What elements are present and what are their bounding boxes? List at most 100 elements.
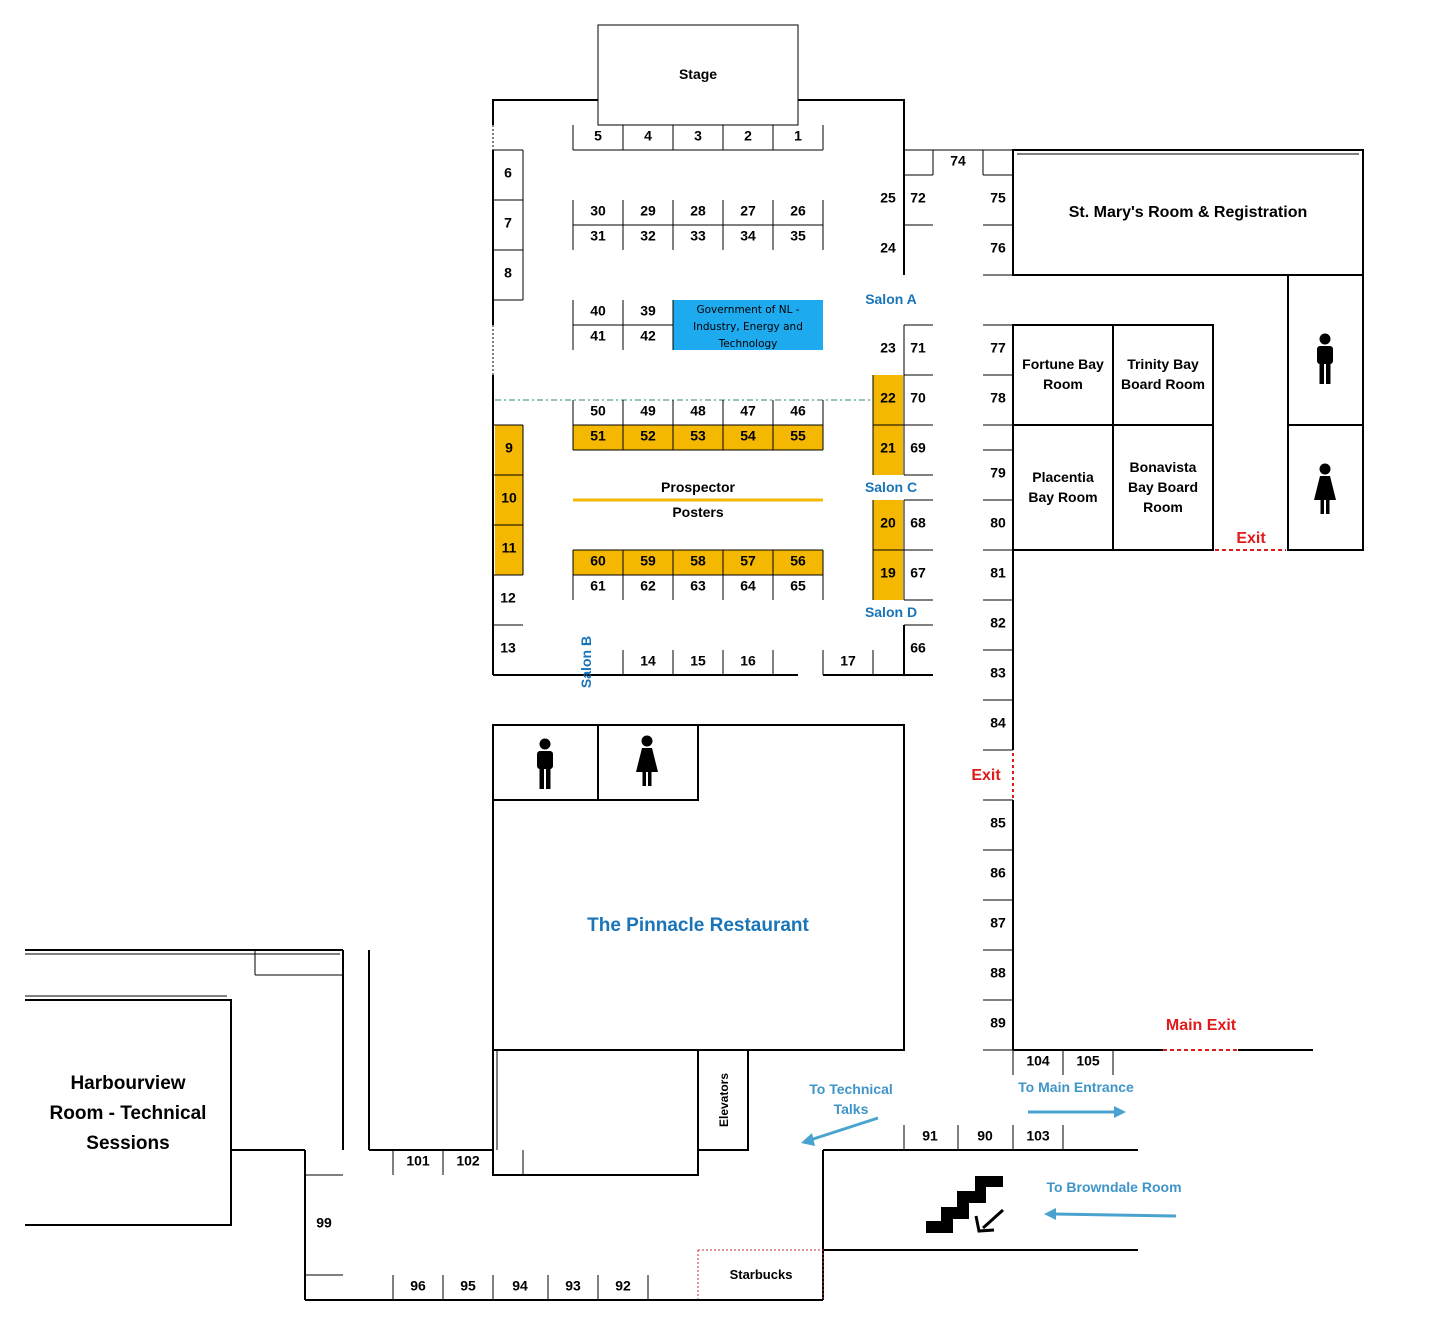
booth-number-79[interactable]: 79: [990, 465, 1006, 481]
booth-number-19[interactable]: 19: [880, 565, 896, 581]
booth-number-6[interactable]: 6: [504, 165, 512, 181]
booth-number-46[interactable]: 46: [790, 403, 806, 419]
booth-number-62[interactable]: 62: [640, 578, 656, 594]
booth-number-94[interactable]: 94: [512, 1278, 528, 1294]
booth-number-75[interactable]: 75: [990, 190, 1006, 206]
booth-number-17[interactable]: 17: [840, 653, 856, 669]
booth-number-5[interactable]: 5: [594, 128, 602, 144]
booth-number-68[interactable]: 68: [910, 515, 926, 531]
exit-label-corridor[interactable]: Exit: [971, 767, 1001, 784]
booth-number-65[interactable]: 65: [790, 578, 806, 594]
booth-number-24[interactable]: 24: [880, 240, 896, 256]
booth-number-55[interactable]: 55: [790, 428, 806, 444]
booth-number-58[interactable]: 58: [690, 553, 706, 569]
booth-number-25[interactable]: 25: [880, 190, 896, 206]
booth-number-87[interactable]: 87: [990, 915, 1006, 931]
booth-number-52[interactable]: 52: [640, 428, 656, 444]
booth-number-51[interactable]: 51: [590, 428, 606, 444]
booth-number-69[interactable]: 69: [910, 440, 926, 456]
booth-number-77[interactable]: 77: [990, 340, 1006, 356]
main-exit-label[interactable]: Main Exit: [1166, 1017, 1237, 1034]
booth-number-35[interactable]: 35: [790, 228, 806, 244]
booth-number-71[interactable]: 71: [910, 340, 926, 356]
booth-number-96[interactable]: 96: [410, 1278, 426, 1294]
stairs-icon[interactable]: [926, 1176, 1005, 1233]
booth-number-56[interactable]: 56: [790, 553, 806, 569]
booth-number-86[interactable]: 86: [990, 865, 1006, 881]
fortune-bay-room-label[interactable]: Fortune Bay: [1022, 356, 1104, 372]
government-booth-label[interactable]: Government of NL -: [696, 304, 799, 316]
booth-number-13[interactable]: 13: [500, 640, 516, 656]
booth-number-66[interactable]: 66: [910, 640, 926, 656]
st-marys-room-label[interactable]: St. Mary's Room & Registration: [1069, 204, 1308, 221]
arrow-to-browndale-room[interactable]: [1044, 1208, 1177, 1220]
to-main-entrance-label[interactable]: To Main Entrance: [1018, 1079, 1134, 1095]
booth-number-70[interactable]: 70: [910, 390, 926, 406]
booth-number-81[interactable]: 81: [990, 565, 1006, 581]
booth-number-61[interactable]: 61: [590, 578, 606, 594]
booth-number-31[interactable]: 31: [590, 228, 606, 244]
pinnacle-restaurant-label[interactable]: The Pinnacle Restaurant: [587, 915, 809, 936]
booth-number-105[interactable]: 105: [1076, 1053, 1100, 1069]
booth-number-2[interactable]: 2: [744, 128, 752, 144]
booth-number-8[interactable]: 8: [504, 265, 512, 281]
booth-number-14[interactable]: 14: [640, 653, 656, 669]
bonavista-bay-board-room-label-2[interactable]: Bay Board: [1128, 479, 1198, 495]
booth-number-82[interactable]: 82: [990, 615, 1006, 631]
booth-number-88[interactable]: 88: [990, 965, 1006, 981]
booth-number-1[interactable]: 1: [794, 128, 802, 144]
booth-number-57[interactable]: 57: [740, 553, 756, 569]
booth-number-80[interactable]: 80: [990, 515, 1006, 531]
booth-number-12[interactable]: 12: [500, 590, 516, 606]
bonavista-bay-board-room-label-3[interactable]: Room: [1143, 499, 1183, 515]
booth-number-42[interactable]: 42: [640, 328, 656, 344]
trinity-bay-board-room-label[interactable]: Trinity Bay: [1127, 356, 1199, 372]
to-browndale-room-label[interactable]: To Browndale Room: [1046, 1179, 1181, 1195]
booth-number-27[interactable]: 27: [740, 203, 756, 219]
booth-number-26[interactable]: 26: [790, 203, 806, 219]
booth-number-53[interactable]: 53: [690, 428, 706, 444]
harbourview-room-label-2[interactable]: Room - Technical: [50, 1103, 207, 1124]
booth-number-34[interactable]: 34: [740, 228, 756, 244]
booth-number-93[interactable]: 93: [565, 1278, 581, 1294]
harbourview-room-label[interactable]: Harbourview: [70, 1073, 185, 1094]
booth-number-63[interactable]: 63: [690, 578, 706, 594]
booth-number-9[interactable]: 9: [505, 440, 513, 456]
harbourview-room-label-3[interactable]: Sessions: [86, 1133, 169, 1154]
booth-number-15[interactable]: 15: [690, 653, 706, 669]
placentia-bay-room-label-2[interactable]: Bay Room: [1028, 489, 1097, 505]
booth-number-47[interactable]: 47: [740, 403, 756, 419]
booth-number-74[interactable]: 74: [950, 153, 966, 169]
booth-number-101[interactable]: 101: [406, 1153, 430, 1169]
to-technical-talks-label[interactable]: To Technical: [809, 1081, 893, 1097]
booth-number-60[interactable]: 60: [590, 553, 606, 569]
booth-number-103[interactable]: 103: [1026, 1128, 1050, 1144]
booth-number-59[interactable]: 59: [640, 553, 656, 569]
booth-number-99[interactable]: 99: [316, 1215, 332, 1231]
booth-number-90[interactable]: 90: [977, 1128, 993, 1144]
booth-number-67[interactable]: 67: [910, 565, 926, 581]
booth-number-21[interactable]: 21: [880, 440, 896, 456]
booth-number-104[interactable]: 104: [1026, 1053, 1050, 1069]
booth-number-48[interactable]: 48: [690, 403, 706, 419]
booth-number-7[interactable]: 7: [504, 215, 512, 231]
booth-number-95[interactable]: 95: [460, 1278, 476, 1294]
placentia-bay-room-label[interactable]: Placentia: [1032, 469, 1094, 485]
salon-b-label[interactable]: Salon B: [578, 636, 594, 688]
booth-number-40[interactable]: 40: [590, 303, 606, 319]
arrow-to-main-entrance[interactable]: [1028, 1106, 1126, 1118]
booth-number-33[interactable]: 33: [690, 228, 706, 244]
exit-label-east[interactable]: Exit: [1236, 530, 1266, 547]
booth-number-23[interactable]: 23: [880, 340, 896, 356]
booth-number-28[interactable]: 28: [690, 203, 706, 219]
salon-a-label[interactable]: Salon A: [865, 291, 917, 307]
booth-number-16[interactable]: 16: [740, 653, 756, 669]
booth-number-102[interactable]: 102: [456, 1153, 480, 1169]
booth-number-30[interactable]: 30: [590, 203, 606, 219]
booth-number-32[interactable]: 32: [640, 228, 656, 244]
fortune-bay-room-label-2[interactable]: Room: [1043, 376, 1083, 392]
booth-number-78[interactable]: 78: [990, 390, 1006, 406]
to-technical-talks-label-2[interactable]: Talks: [834, 1101, 869, 1117]
booth-number-83[interactable]: 83: [990, 665, 1006, 681]
booth-number-3[interactable]: 3: [694, 128, 702, 144]
